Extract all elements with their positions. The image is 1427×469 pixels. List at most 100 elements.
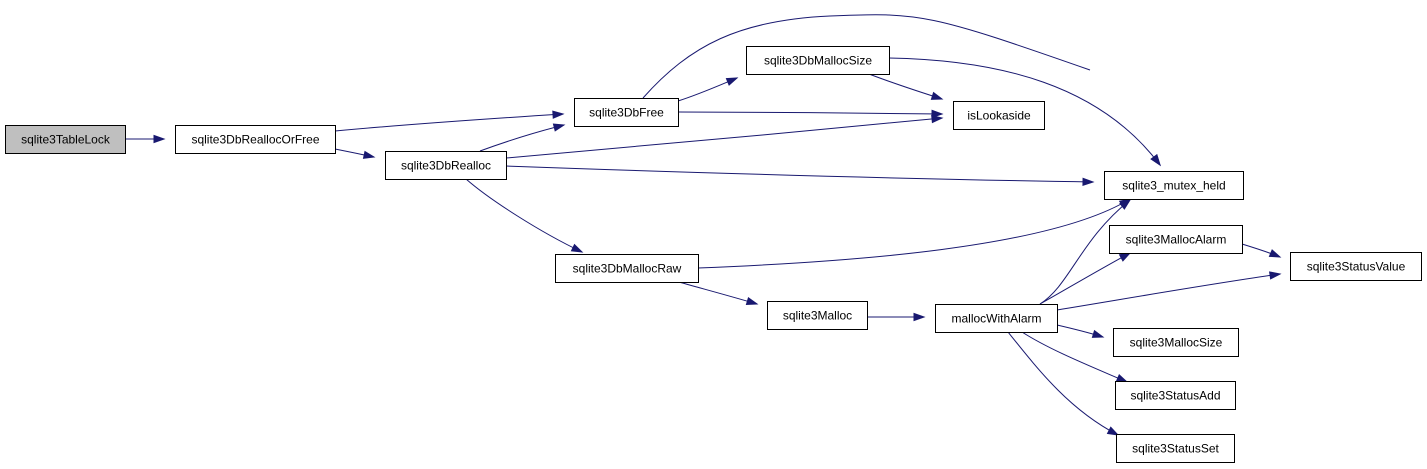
edge-line [1007, 331, 1119, 436]
edge-line [1056, 273, 1281, 311]
node-label: sqlite3MallocAlarm [1126, 233, 1227, 247]
edge-sqlite3DbRealloc-to-sqlite3DbFree [479, 123, 566, 152]
arrowhead [931, 114, 944, 124]
node-label: sqlite3DbFree [589, 106, 664, 120]
node-sqlite3DbMallocRaw[interactable]: sqlite3DbMallocRaw [555, 254, 699, 283]
arrowhead [913, 312, 926, 322]
node-box[interactable] [1115, 381, 1236, 410]
edge-mallocWithAlarm-to-sqlite3_mutex_held [1039, 199, 1132, 305]
graph-edges [125, 14, 1282, 436]
node-label: sqlite3MallocSize [1130, 336, 1223, 350]
edge-line [888, 57, 1161, 166]
node-isLookaside[interactable]: isLookaside [953, 101, 1045, 130]
arrowhead [725, 77, 739, 86]
node-box[interactable] [574, 98, 679, 127]
arrowhead [1115, 373, 1129, 383]
node-label: sqlite3DbRealloc [401, 159, 491, 173]
node-label: sqlite3_mutex_held [1122, 179, 1225, 193]
edge-sqlite3DbRealloc-to-sqlite3_mutex_held [505, 165, 1095, 187]
arrowhead [362, 150, 376, 159]
edge-sqlite3Malloc-to-mallocWithAlarm [867, 312, 926, 322]
edge-line [465, 178, 583, 253]
arrowhead [1268, 249, 1282, 258]
node-label: sqlite3DbReallocOrFree [191, 133, 319, 147]
edge-line [677, 111, 943, 115]
node-box[interactable] [1109, 225, 1243, 254]
node-box[interactable] [746, 46, 890, 75]
edge-mallocWithAlarm-to-sqlite3StatusSet [1007, 331, 1120, 436]
arrowhead [930, 91, 944, 100]
arrowhead [745, 296, 759, 306]
edge-mallocWithAlarm-to-sqlite3StatusValue [1056, 271, 1282, 311]
edge-mallocWithAlarm-to-sqlite3MallocSize [1056, 324, 1105, 338]
node-mallocWithAlarm[interactable]: mallocWithAlarm [935, 304, 1058, 333]
node-sqlite3DbRealloc[interactable]: sqlite3DbRealloc [385, 151, 507, 180]
node-box[interactable] [1113, 328, 1239, 357]
edge-sqlite3DbReallocOrFree-to-sqlite3DbFree [334, 110, 565, 132]
edge-line [697, 198, 1131, 269]
node-label: sqlite3TableLock [21, 133, 111, 147]
edge-sqlite3DbFree-to-sqlite3DbMallocSize [677, 77, 739, 102]
edge-sqlite3DbReallocOrFree-to-sqlite3DbRealloc [334, 148, 376, 159]
edge-line [334, 113, 564, 132]
arrowhead [1269, 271, 1282, 280]
edge-sqlite3MallocAlarm-to-sqlite3StatusValue [1241, 243, 1282, 258]
edge-sqlite3DbMallocSize-to-sqlite3_mutex_held [888, 57, 1161, 167]
edge-sqlite3DbRealloc-to-isLookaside [505, 114, 944, 159]
node-box[interactable] [385, 151, 507, 180]
node-label: sqlite3StatusSet [1132, 442, 1219, 456]
node-box[interactable] [767, 301, 868, 330]
node-sqlite3TableLock[interactable]: sqlite3TableLock [5, 125, 126, 154]
node-sqlite3DbFree[interactable]: sqlite3DbFree [574, 98, 679, 127]
node-sqlite3MallocAlarm[interactable]: sqlite3MallocAlarm [1109, 225, 1243, 254]
node-sqlite3DbReallocOrFree[interactable]: sqlite3DbReallocOrFree [175, 125, 336, 154]
edge-sqlite3DbFree-to-isLookaside [677, 109, 944, 119]
edge-line [1039, 252, 1131, 305]
node-box[interactable] [555, 254, 699, 283]
edge-line [868, 73, 943, 100]
edge-line [678, 281, 758, 305]
node-sqlite3StatusAdd[interactable]: sqlite3StatusAdd [1115, 381, 1236, 410]
edge-sqlite3DbMallocSize-to-isLookaside [868, 73, 944, 100]
node-box[interactable] [935, 304, 1058, 333]
node-label: sqlite3DbMallocRaw [573, 262, 682, 276]
edge-mallocWithAlarm-to-sqlite3StatusAdd [1021, 331, 1129, 383]
node-sqlite3MallocSize[interactable]: sqlite3MallocSize [1113, 328, 1239, 357]
edge-sqlite3TableLock-to-sqlite3DbReallocOrFree [125, 134, 166, 144]
arrowhead [1119, 199, 1132, 210]
node-sqlite3StatusValue[interactable]: sqlite3StatusValue [1290, 252, 1422, 281]
node-label: mallocWithAlarm [951, 312, 1041, 326]
edge-sqlite3DbMallocRaw-to-sqlite3Malloc [678, 281, 759, 306]
node-label: sqlite3StatusValue [1307, 260, 1406, 274]
node-sqlite3StatusSet[interactable]: sqlite3StatusSet [1116, 434, 1235, 463]
node-box[interactable] [175, 125, 336, 154]
arrowhead [1106, 426, 1120, 436]
edge-line [479, 124, 565, 152]
graph-nodes: sqlite3TableLock sqlite3DbReallocOrFree sq… [5, 46, 1422, 463]
edge-sqlite3DbFree-to-sqlite3_mutex_held [642, 14, 1161, 167]
node-box[interactable] [1290, 252, 1422, 281]
edge-line [1021, 331, 1128, 383]
arrowhead [1082, 177, 1095, 187]
node-box[interactable] [953, 101, 1045, 130]
node-label: sqlite3DbMallocSize [764, 54, 872, 68]
node-box[interactable] [1116, 434, 1235, 463]
node-sqlite3Malloc[interactable]: sqlite3Malloc [767, 301, 868, 330]
node-label: sqlite3Malloc [783, 309, 852, 323]
node-label: isLookaside [967, 109, 1031, 123]
arrowhead [552, 110, 565, 119]
node-box[interactable] [1104, 171, 1244, 200]
edge-line [505, 117, 943, 159]
edge-line [1039, 199, 1131, 305]
node-box[interactable] [5, 125, 126, 154]
arrowhead [1118, 252, 1132, 262]
edge-mallocWithAlarm-to-sqlite3MallocAlarm [1039, 252, 1132, 305]
node-sqlite3DbMallocSize[interactable]: sqlite3DbMallocSize [746, 46, 890, 75]
arrowhead [931, 109, 944, 119]
node-sqlite3_mutex_held[interactable]: sqlite3_mutex_held [1104, 171, 1244, 200]
arrowhead [570, 243, 584, 253]
arrowhead [552, 123, 566, 132]
edge-sqlite3DbRealloc-to-sqlite3DbMallocRaw [465, 178, 584, 253]
edge-line [642, 14, 1091, 99]
